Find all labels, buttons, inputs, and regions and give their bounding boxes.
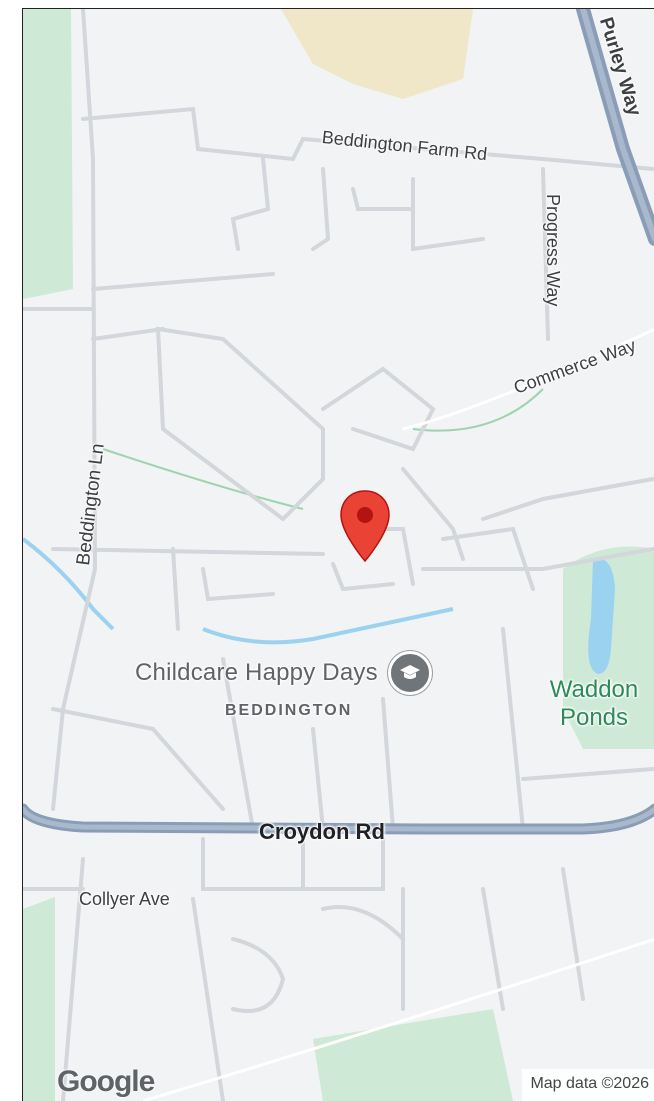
stream-green: [102, 388, 544, 510]
park-area-west: [23, 9, 73, 299]
park-area-south-west: [23, 897, 55, 1101]
pond-water: [588, 558, 615, 674]
area-label-beddington: BEDDINGTON: [225, 702, 353, 719]
map-pin-icon[interactable]: [338, 489, 392, 565]
park-label-waddon-ponds[interactable]: Waddon Ponds: [549, 676, 639, 731]
poi-childcare-happy-days[interactable]: Childcare Happy Days: [135, 651, 432, 695]
school-icon: [387, 651, 432, 695]
sand-area: [281, 9, 473, 99]
street-label-collyer-ave: Collyer Ave: [79, 889, 170, 909]
stream: [23, 537, 454, 645]
map-base-layer: [23, 9, 654, 1101]
street-label-croydon-rd: Croydon Rd: [259, 819, 385, 844]
google-logo: Google: [57, 1065, 155, 1098]
street-label-progress-way: Progress Way: [543, 194, 563, 307]
white-roads: [142, 327, 654, 1101]
map-canvas[interactable]: Beddington Farm Rd Purley Way Progress W…: [22, 8, 654, 1101]
major-roads: [23, 9, 654, 835]
poi-label: Childcare Happy Days: [135, 659, 378, 686]
minor-roads: [23, 9, 654, 1101]
park-area-south: [313, 1009, 513, 1101]
map-attribution[interactable]: Map data ©2026: [522, 1069, 654, 1101]
